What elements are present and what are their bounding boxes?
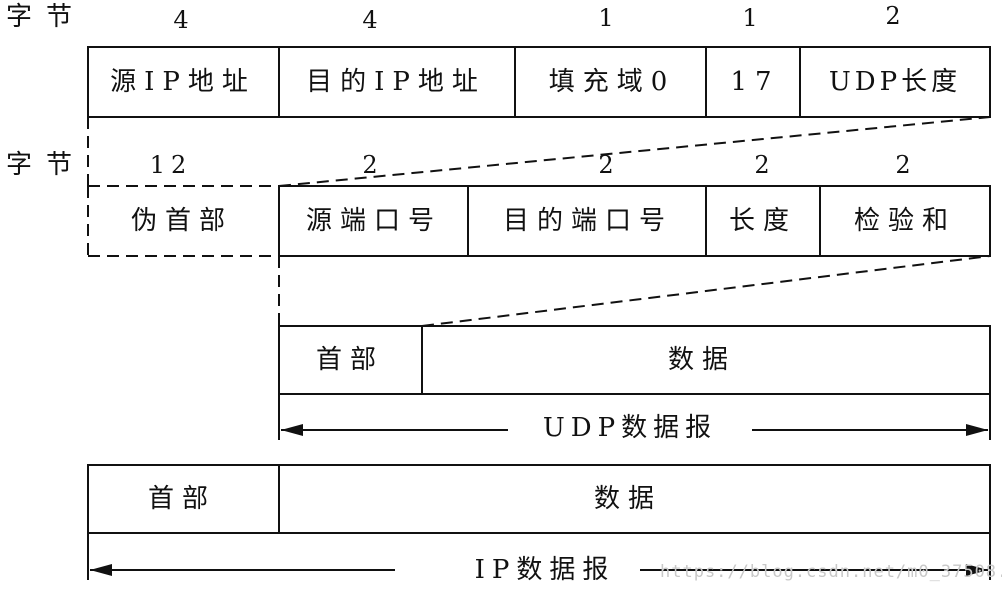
row2-byte-heading: 字节 — [6, 150, 87, 180]
udp-datagram-span-label: UDP数据报 — [542, 413, 718, 443]
row1-byte-3: 1 — [598, 4, 614, 32]
field-checksum: 检验和 — [853, 206, 957, 236]
ip-data-label: 数据 — [593, 484, 663, 514]
row2-byte-2: 2 — [362, 151, 378, 179]
field-protocol: 17 — [730, 67, 780, 97]
ip-datagram-span-label: IP数据报 — [474, 555, 616, 585]
row1-to-row2-connectors — [87, 116, 991, 187]
udp-data-label: 数据 — [667, 345, 737, 375]
field-source-ip: 源IP地址 — [110, 67, 256, 97]
row2-byte-4: 2 — [754, 151, 770, 179]
row1-box — [87, 46, 991, 118]
field-padding: 填充域0 — [548, 67, 676, 97]
field-dest-port: 目的端口号 — [502, 206, 674, 236]
pseudo-header-box — [87, 185, 279, 257]
ip-header-label: 首部 — [147, 484, 217, 514]
field-source-port: 源端口号 — [305, 206, 443, 236]
row1-byte-heading: 字节 — [6, 2, 87, 32]
watermark-text: https://blog.csdn.net/m0_37508... — [660, 562, 1002, 582]
row1-byte-2: 4 — [362, 6, 378, 34]
field-udp-length: UDP长度 — [828, 67, 962, 97]
field-length: 长度 — [728, 206, 798, 236]
field-dest-ip: 目的IP地址 — [306, 67, 486, 97]
row1-byte-1: 4 — [173, 6, 189, 34]
row2-byte-1: 12 — [149, 151, 193, 179]
udp-header-box — [278, 185, 991, 257]
field-pseudo-header: 伪首部 — [130, 206, 234, 236]
row1-byte-5: 2 — [885, 2, 901, 30]
udp-header-label: 首部 — [315, 345, 385, 375]
row1-byte-4: 1 — [742, 4, 758, 32]
row2-byte-5: 2 — [895, 151, 911, 179]
row2-byte-3: 2 — [598, 151, 614, 179]
udp-datagram-box — [278, 325, 991, 440]
row2-to-udp-connectors — [278, 255, 991, 327]
ip-datagram-box — [87, 464, 991, 580]
